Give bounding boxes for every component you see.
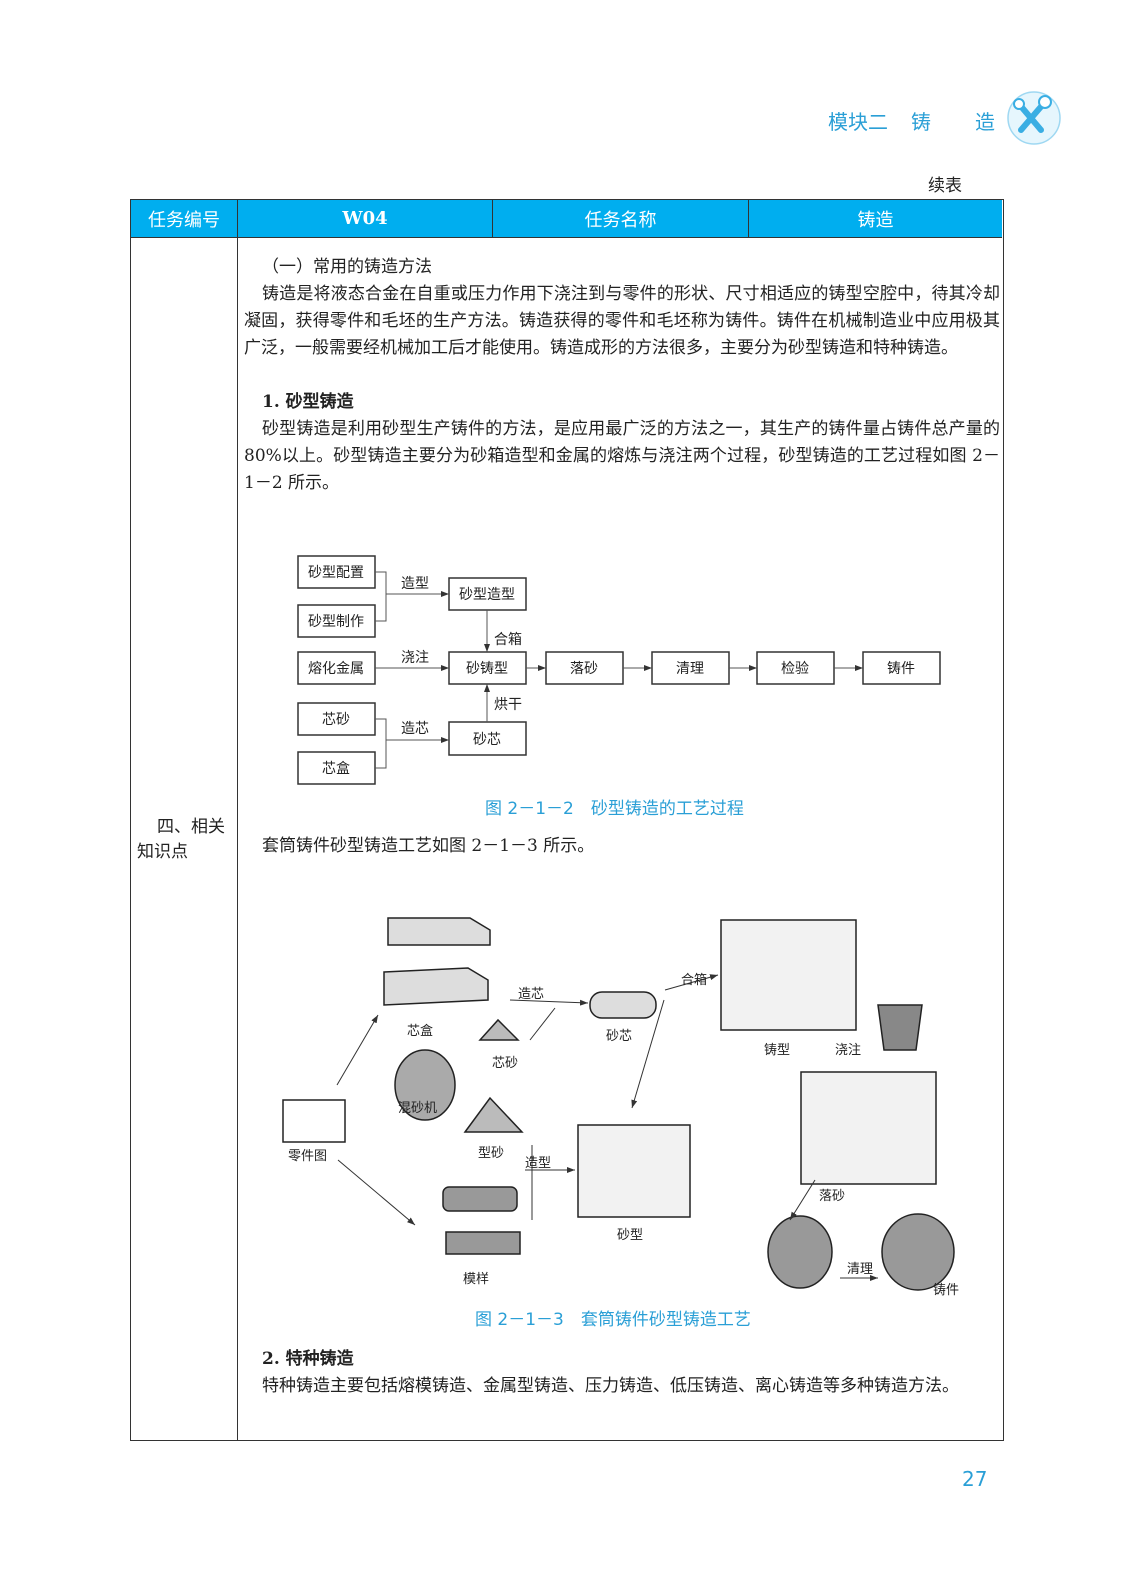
header-task-id-label: 任务编号 — [131, 200, 238, 238]
box-label: 检验 — [781, 661, 809, 677]
illustration-label: 合箱 — [681, 973, 708, 988]
box-label: 熔化金属 — [308, 661, 364, 677]
core-box-top — [387, 917, 491, 946]
illustration-label: 铸型 — [764, 1043, 791, 1058]
section-title: （一）常用的铸造方法 — [262, 257, 432, 277]
illustration-label: 砂型 — [617, 1228, 644, 1243]
edge-label: 烘干 — [494, 697, 522, 713]
illustration-label: 型砂 — [478, 1146, 505, 1161]
pattern-bottom — [445, 1231, 521, 1255]
illustration-label: 芯砂 — [492, 1056, 519, 1071]
header-task-id-value: W04 — [238, 200, 493, 238]
box-label: 落砂 — [570, 661, 598, 677]
sand-mold — [577, 1124, 691, 1218]
molding-sand-pile — [463, 1096, 524, 1133]
column-divider — [237, 238, 238, 1440]
edge-label: 合箱 — [494, 632, 522, 648]
pattern-top — [442, 1186, 518, 1212]
continued-label: 续表 — [928, 176, 962, 196]
illustration-label: 混砂机 — [398, 1101, 438, 1116]
figure-caption-2-1-3: 图 2－1－3 套筒铸件砂型铸造工艺 — [475, 1310, 751, 1330]
illustration-label: 芯盒 — [407, 1024, 434, 1039]
ladle — [877, 1004, 923, 1051]
box-label: 清理 — [676, 661, 704, 677]
header-task-name-value: 铸造 — [749, 200, 1002, 238]
flowchart-sand-casting: 砂型配置 砂型制作 熔化金属 芯砂 芯盒 砂型造型 砂铸型 砂芯 落砂 清理 检… — [297, 555, 941, 785]
subheading-sand-casting: 1. 砂型铸造 — [262, 392, 354, 412]
page-number: 27 — [962, 1467, 988, 1491]
illustration-label: 造芯 — [518, 987, 545, 1002]
box-label: 砂芯 — [473, 732, 501, 748]
illustration-label: 砂芯 — [606, 1029, 633, 1044]
header-task-name-label: 任务名称 — [493, 200, 749, 238]
illustration-label: 零件图 — [288, 1149, 328, 1164]
edge-label: 造型 — [401, 576, 429, 592]
row-label: 四、相关知识点 — [137, 817, 225, 862]
paragraph-sleeve-casting: 套筒铸件砂型铸造工艺如图 2－1－3 所示。 — [262, 836, 595, 856]
sand-mixer — [394, 1049, 456, 1121]
illustration-sleeve-casting — [282, 917, 955, 1291]
figure-caption-2-1-2: 图 2－1－2 砂型铸造的工艺过程 — [485, 799, 744, 819]
illustration-label: 铸件 — [933, 1283, 960, 1298]
paragraph-casting-definition: 铸造是将液态合金在自重或压力作用下浇注到与零件的形状、尺寸相适应的铸型空腔中，待… — [244, 284, 1000, 358]
sand-core — [589, 991, 657, 1019]
box-label: 砂型配置 — [308, 565, 364, 581]
subheading-special-casting: 2. 特种铸造 — [262, 1349, 354, 1369]
edge-label: 造芯 — [401, 721, 429, 737]
chapter-title-1: 铸 — [911, 110, 931, 134]
box-label: 砂型造型 — [459, 587, 515, 603]
paragraph-sand-casting: 砂型铸造是利用砂型生产铸件的方法，是应用最广泛的方法之一，其生产的铸件量占铸件总… — [244, 419, 1000, 493]
wrench-icon — [1007, 91, 1061, 145]
mold-assembly — [720, 919, 857, 1031]
pouring-mold — [800, 1071, 937, 1185]
illustration-label: 清理 — [847, 1262, 874, 1277]
module-label: 模块二 — [828, 110, 888, 134]
paragraph-special-casting: 特种铸造主要包括熔模铸造、金属型铸造、压力铸造、低压铸造、离心铸造等多种铸造方法… — [262, 1376, 959, 1396]
box-label: 砂铸型 — [466, 661, 508, 677]
box-label: 芯盒 — [322, 760, 350, 777]
illustration-label: 造型 — [525, 1156, 552, 1171]
core-box-bottom — [383, 967, 489, 1006]
shakeout-casting — [767, 1215, 833, 1289]
chapter-title-2: 造 — [975, 110, 995, 134]
illustration-label: 落砂 — [819, 1189, 846, 1204]
task-table: 任务编号 W04 任务名称 铸造 四、相关知识点 — [130, 199, 1004, 1441]
part-drawing — [282, 1099, 346, 1143]
illustration-label: 浇注 — [835, 1043, 862, 1058]
box-label: 芯砂 — [322, 712, 350, 728]
finished-casting — [881, 1213, 955, 1291]
box-label: 砂型制作 — [308, 614, 364, 630]
edge-label: 浇注 — [401, 650, 429, 666]
illustration-label: 模样 — [463, 1272, 490, 1287]
core-sand-pile — [478, 1018, 520, 1041]
box-label: 铸件 — [887, 661, 915, 677]
